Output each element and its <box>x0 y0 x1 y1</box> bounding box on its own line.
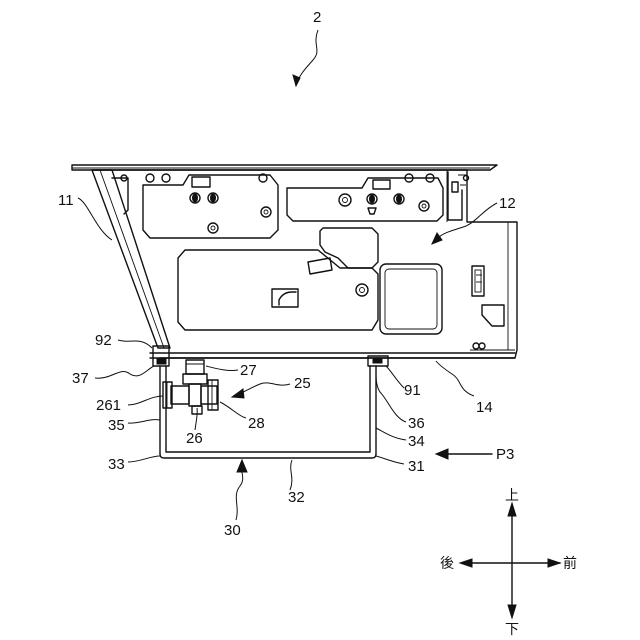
p3-arrowhead <box>436 449 448 459</box>
slot-ul-1 <box>193 194 198 202</box>
central-screw <box>356 284 368 296</box>
label-25: 25 <box>294 375 311 392</box>
leader-36 <box>376 372 406 422</box>
leader-25 <box>238 383 290 394</box>
figure-leader-arrowhead <box>293 75 300 86</box>
upper-left-tab <box>192 177 210 187</box>
screw-ur-1 <box>339 194 351 206</box>
leader-14 <box>436 361 474 396</box>
figure-number: 2 <box>313 9 321 26</box>
label-p3: P3 <box>496 446 514 463</box>
slot-ur-2 <box>397 195 402 203</box>
screw-ul-5 <box>208 223 218 233</box>
slot-ul-2 <box>211 194 216 202</box>
right-slot <box>472 266 484 296</box>
direction-compass <box>460 503 560 618</box>
upper-right-panel <box>287 178 443 221</box>
label-31: 31 <box>408 458 425 475</box>
screw-ur-2 <box>419 201 429 211</box>
label-35: 35 <box>108 417 125 434</box>
right-latch <box>482 305 504 326</box>
upper-right-tab <box>373 180 390 189</box>
leader-31 <box>376 456 404 464</box>
label-36: 36 <box>408 415 425 432</box>
label-12: 12 <box>499 195 516 212</box>
diagonal-strut <box>92 170 170 348</box>
leader-35 <box>128 420 160 424</box>
label-27: 27 <box>240 362 257 379</box>
label-37: 37 <box>72 370 89 387</box>
label-32: 32 <box>288 489 305 506</box>
leader-26 <box>195 408 197 430</box>
right-window <box>380 264 442 334</box>
upper-right-clip <box>368 208 376 214</box>
label-261: 261 <box>96 397 121 414</box>
top-plate <box>72 165 497 170</box>
label-14: 14 <box>476 399 493 416</box>
direction-back: 後 <box>440 556 454 572</box>
right-top-bracket <box>448 172 462 220</box>
label-28: 28 <box>248 415 265 432</box>
label-34: 34 <box>408 433 425 450</box>
leader-91 <box>386 366 404 388</box>
leader-33 <box>128 456 160 462</box>
label-92: 92 <box>95 332 112 349</box>
slot-ur-1 <box>370 195 375 203</box>
label-11: 11 <box>58 192 74 209</box>
label-26: 26 <box>186 430 203 447</box>
central-panel <box>178 250 378 330</box>
central-small-tab <box>308 258 332 274</box>
screw-ul-1 <box>146 174 154 182</box>
leader-27 <box>206 366 238 371</box>
pipe-fitting <box>163 360 218 414</box>
leader-11 <box>78 198 112 240</box>
direction-down: 下 <box>505 622 519 638</box>
leader-261 <box>128 396 163 405</box>
leader-30 <box>236 466 243 520</box>
screw-ul-2 <box>162 174 170 182</box>
direction-up: 上 <box>505 488 519 504</box>
screw-ul-4 <box>261 207 271 217</box>
leader-34 <box>376 428 406 440</box>
inner-pocket <box>320 228 378 268</box>
bottom-rail <box>150 346 515 366</box>
label-33: 33 <box>108 456 125 473</box>
label-91: 91 <box>404 382 421 399</box>
label-30: 30 <box>224 522 241 539</box>
figure-leader <box>296 30 318 84</box>
leader-32 <box>290 460 292 490</box>
direction-front: 前 <box>563 555 577 572</box>
housing-right-flange <box>470 222 515 350</box>
leader-92 <box>118 340 152 348</box>
leader-28 <box>220 402 246 418</box>
leader-37 <box>95 366 154 378</box>
